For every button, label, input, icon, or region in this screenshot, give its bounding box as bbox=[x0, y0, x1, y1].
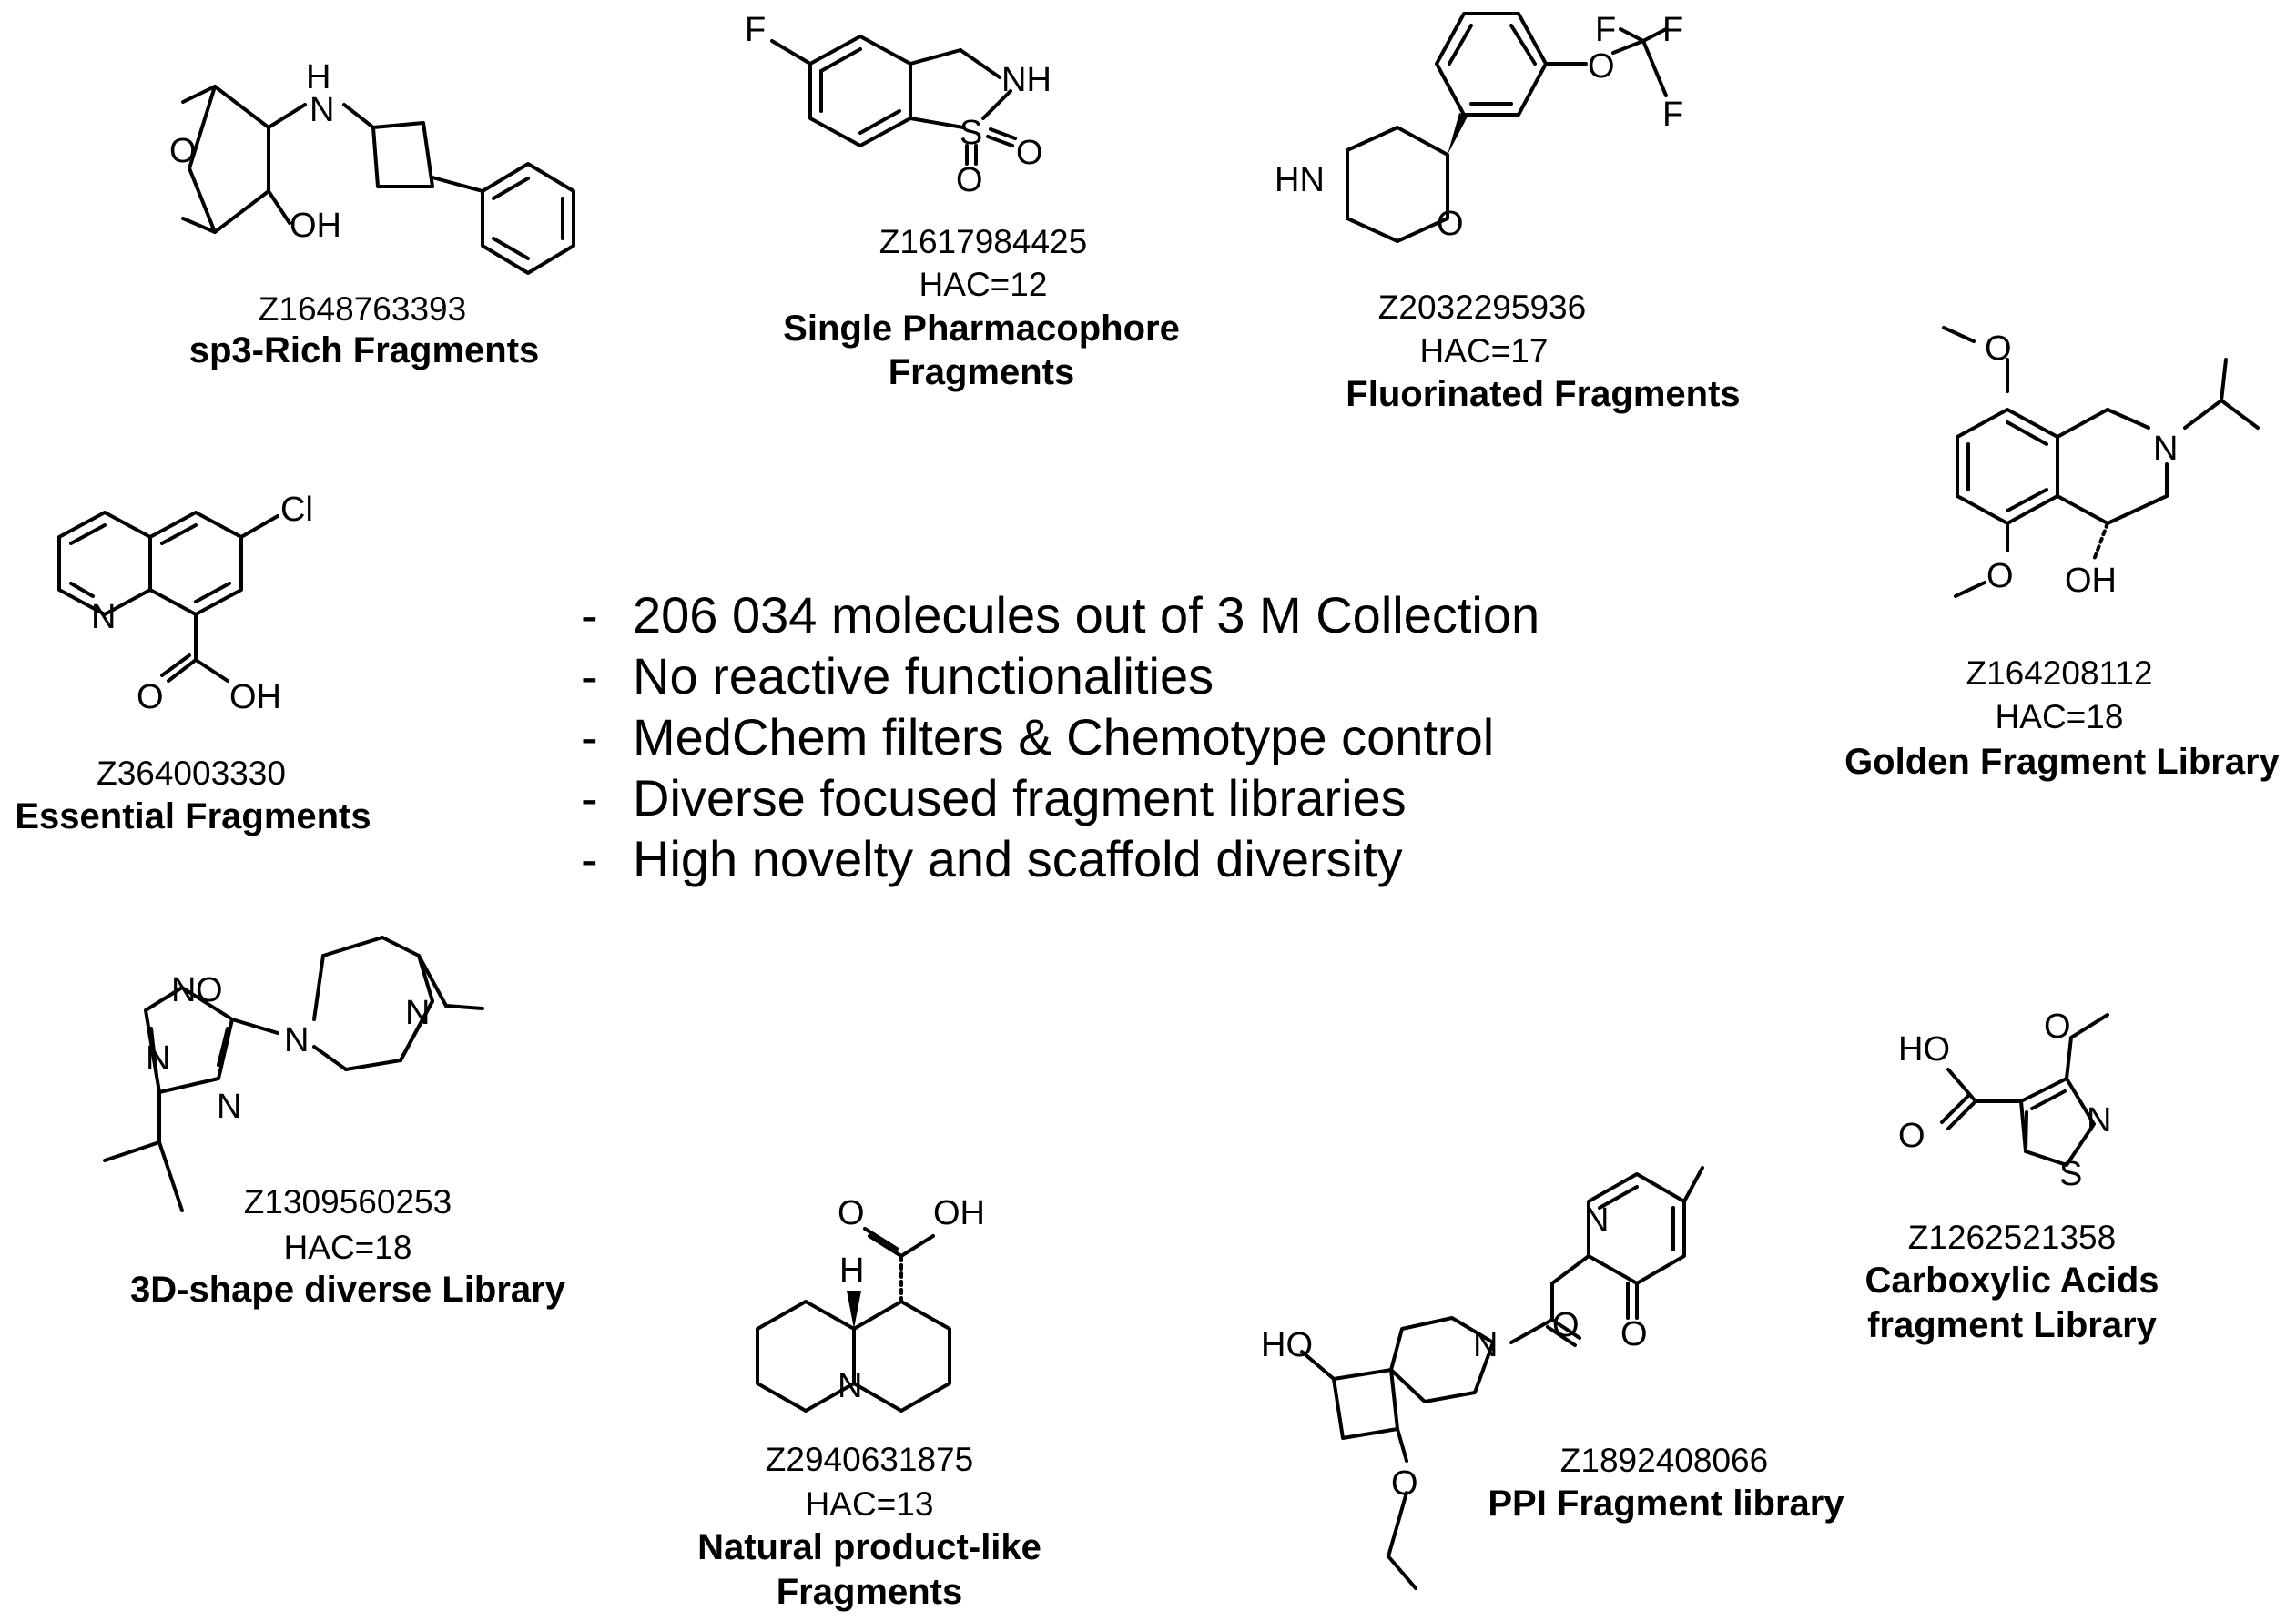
atom-label-n: N bbox=[2153, 430, 2178, 468]
atom-label-n: N bbox=[171, 971, 196, 1009]
bullet-marker: - bbox=[581, 830, 598, 887]
atom-label-n: N bbox=[1473, 1326, 1498, 1364]
fluorinated-library-name: Fluorinated Fragments bbox=[1346, 374, 1740, 414]
atom-label-o: O bbox=[196, 971, 223, 1009]
atom-label-o: O bbox=[1391, 1464, 1418, 1503]
atom-label-n: N bbox=[217, 1088, 241, 1126]
atom-label-f: F bbox=[1662, 11, 1683, 49]
atom-label-n: N bbox=[310, 91, 334, 129]
atom-label-oh: OH bbox=[933, 1194, 985, 1232]
atom-label-o: O bbox=[1985, 329, 2012, 368]
atom-label-o: O bbox=[2044, 1008, 2071, 1046]
atom-label-hn: HN bbox=[1275, 161, 1325, 199]
natural-library-name-line2: Fragments bbox=[777, 1572, 963, 1612]
atom-label-h: H bbox=[839, 1251, 864, 1290]
fluorinated-id: Z2032295936 bbox=[1378, 289, 1586, 326]
atom-label-o: O bbox=[1437, 205, 1464, 243]
essential-id: Z364003330 bbox=[97, 755, 286, 792]
golden-library-name: Golden Fragment Library bbox=[1844, 742, 2281, 782]
natural-library-name-line1: Natural product-like bbox=[697, 1527, 1041, 1567]
atom-label-f: F bbox=[1595, 11, 1616, 49]
atom-label-n: N bbox=[284, 1021, 309, 1059]
bullet-item-4: High novelty and scaffold diversity bbox=[633, 830, 1403, 887]
atom-label-s: S bbox=[2059, 1155, 2082, 1193]
structure-natural-product: H N O OH bbox=[756, 1194, 985, 1413]
atom-label-nh: NH bbox=[1001, 61, 1051, 99]
atom-label-o: O bbox=[1898, 1117, 1925, 1155]
golden-id: Z164208112 bbox=[1966, 654, 2152, 692]
atom-label-oh: OH bbox=[229, 678, 281, 716]
atom-label-o: O bbox=[1620, 1315, 1648, 1353]
structure-3d-shape: N O N N N N bbox=[103, 936, 484, 1212]
fluorinated-hac: HAC=17 bbox=[1420, 332, 1549, 370]
atom-label-ho: HO bbox=[1261, 1326, 1313, 1364]
atom-label-oh: OH bbox=[290, 207, 341, 245]
shape3d-library-name: 3D-shape diverse Library bbox=[130, 1270, 566, 1310]
acids-library-name-line2: fragment Library bbox=[1867, 1305, 2158, 1345]
sp3-library-name: sp3-Rich Fragments bbox=[189, 330, 540, 370]
structure-single-pharmacophore: F NH S O O bbox=[745, 11, 1051, 199]
natural-hac: HAC=13 bbox=[806, 1485, 934, 1523]
natural-id: Z2940631875 bbox=[766, 1441, 973, 1478]
bullet-marker: - bbox=[581, 647, 598, 704]
structure-ppi: N O O N HO O bbox=[1261, 1166, 1704, 1590]
structure-golden: O N O OH bbox=[1942, 326, 2260, 600]
atom-label-f: F bbox=[1662, 96, 1683, 134]
essential-library-name: Essential Fragments bbox=[15, 796, 371, 836]
atom-label-f: F bbox=[745, 11, 766, 49]
feature-list: - 206 034 molecules out of 3 M Collectio… bbox=[581, 586, 1539, 887]
atom-label-n: N bbox=[2087, 1101, 2111, 1140]
ppi-library-name: PPI Fragment library bbox=[1488, 1484, 1844, 1524]
atom-label-s: S bbox=[960, 114, 982, 152]
atom-label-n: N bbox=[91, 598, 116, 636]
atom-label-o: O bbox=[838, 1194, 865, 1232]
sp3-id: Z1648763393 bbox=[259, 290, 466, 328]
atom-label-oh: OH bbox=[2065, 562, 2117, 600]
shape3d-hac: HAC=18 bbox=[284, 1229, 412, 1266]
acids-library-name-line1: Carboxylic Acids bbox=[1864, 1261, 2159, 1301]
bullet-item-0: 206 034 molecules out of 3 M Collection bbox=[633, 586, 1539, 643]
atom-label-o: O bbox=[956, 161, 983, 199]
single-library-name-line1: Single Pharmacophore bbox=[783, 309, 1180, 349]
acids-id: Z1262521358 bbox=[1908, 1219, 2116, 1256]
atom-label-n: N bbox=[1584, 1201, 1609, 1240]
atom-label-n: N bbox=[146, 1039, 170, 1078]
bullet-marker: - bbox=[581, 708, 598, 765]
atom-label-n: N bbox=[838, 1367, 862, 1405]
bullet-item-1: No reactive functionalities bbox=[633, 647, 1214, 704]
bullet-marker: - bbox=[581, 586, 598, 643]
single-hac: HAC=12 bbox=[919, 266, 1048, 303]
structure-carboxylic-acids: O HO O N S bbox=[1898, 1008, 2111, 1193]
atom-label-o: O bbox=[169, 132, 197, 170]
structure-fluorinated: HN O O F F F bbox=[1275, 11, 1683, 243]
golden-hac: HAC=18 bbox=[1996, 698, 2124, 735]
atom-label-h: H bbox=[306, 58, 330, 96]
single-library-name-line2: Fragments bbox=[889, 352, 1075, 392]
bullet-marker: - bbox=[581, 769, 598, 826]
atom-label-ho: HO bbox=[1898, 1030, 1950, 1069]
structure-sp3-rich: O H N OH bbox=[169, 58, 575, 275]
atom-label-o: O bbox=[1552, 1306, 1580, 1344]
bullet-item-2: MedChem filters & Chemotype control bbox=[633, 708, 1494, 765]
structure-essential: N Cl O OH bbox=[57, 491, 313, 716]
atom-label-o: O bbox=[137, 678, 164, 716]
atom-label-o: O bbox=[1986, 557, 2014, 595]
atom-label-cl: Cl bbox=[280, 491, 313, 529]
atom-label-n: N bbox=[405, 994, 430, 1032]
atom-label-o: O bbox=[1016, 134, 1043, 172]
ppi-id: Z1892408066 bbox=[1560, 1442, 1768, 1479]
shape3d-id: Z1309560253 bbox=[244, 1183, 452, 1221]
atom-label-o: O bbox=[1588, 47, 1615, 86]
bullet-item-3: Diverse focused fragment libraries bbox=[633, 769, 1407, 826]
single-id: Z1617984425 bbox=[879, 223, 1087, 260]
